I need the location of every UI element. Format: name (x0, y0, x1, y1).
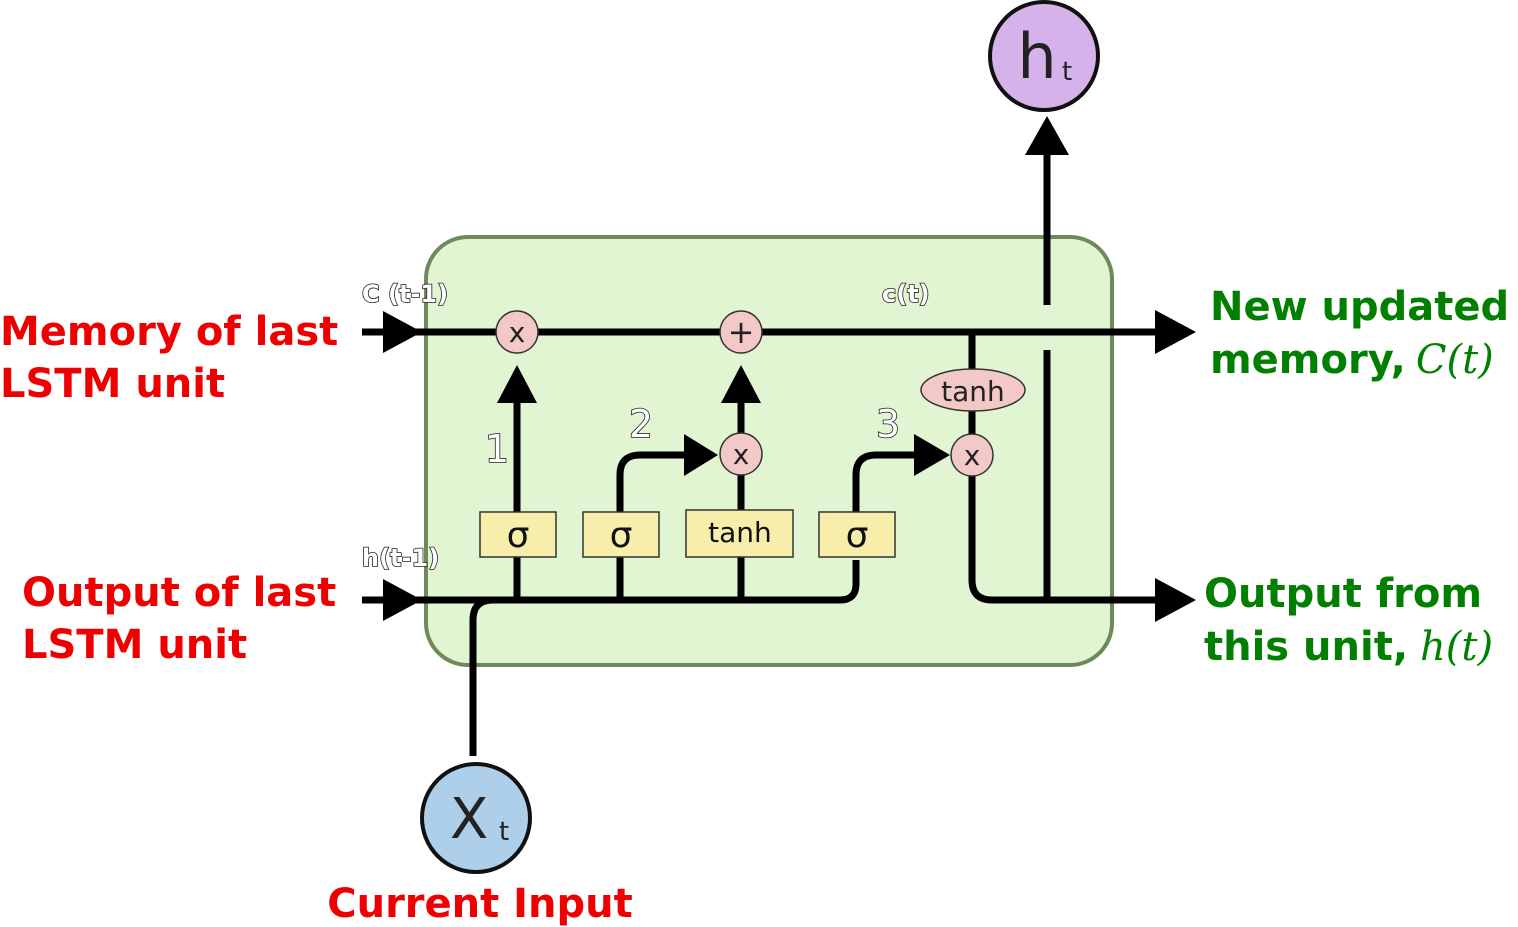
h-up-arrowhead (1025, 116, 1069, 155)
forget-gate-box (479, 511, 557, 558)
input-gate-label: σ (610, 515, 633, 556)
cell-tanh-label: tanh (941, 375, 1005, 408)
c-t-label: c(t) (882, 280, 930, 308)
hidden-output-node-sub: t (1062, 57, 1072, 87)
output-in-label-line2: LSTM unit (22, 622, 247, 668)
output-out-label-text: this unit, (1204, 624, 1408, 670)
forget-gate-arrowhead (497, 365, 537, 403)
output-out-arrowhead (1155, 578, 1196, 622)
add-arrowhead (721, 365, 761, 403)
forget-multiply-symbol: x (509, 316, 526, 349)
current-input-node-sub: t (499, 817, 509, 847)
input-multiply-symbol: x (733, 438, 750, 471)
output-multiply-op (950, 433, 994, 477)
hidden-output-line (968, 470, 1160, 604)
current-input-node (420, 762, 532, 874)
gate-number-1: 1 (485, 427, 509, 471)
add-symbol: + (728, 313, 755, 351)
input-multiply-op (719, 432, 763, 476)
input-gate-arrowhead (684, 434, 718, 476)
output-in-label-line1: Output of last (22, 570, 336, 616)
output-out-label-line2: this unit, h(t) (1204, 624, 1493, 670)
output-out-label-math: h(t) (1420, 624, 1493, 670)
current-input-label: Current Input (327, 881, 633, 927)
memory-out-label-math: C(t) (1416, 337, 1494, 383)
memory-in-arrowhead (383, 311, 422, 353)
memory-out-arrowhead (1155, 310, 1196, 354)
output-gate-arrowhead (914, 434, 950, 476)
forget-multiply-op (495, 310, 539, 354)
memory-in-label-line1: Memory of last (0, 309, 338, 355)
add-op (719, 310, 763, 354)
current-input-line (469, 596, 494, 756)
lstm-cell-box (424, 235, 1114, 667)
memory-out-label-text: memory, (1210, 337, 1406, 383)
input-gate-wire (616, 451, 690, 600)
hidden-output-node (988, 0, 1100, 112)
current-input-node-main: X (450, 787, 488, 852)
output-out-label-line1: Output from (1204, 571, 1482, 617)
output-gate-box (818, 511, 896, 558)
forget-gate-label: σ (507, 515, 530, 556)
memory-out-label-line1: New updated (1210, 284, 1509, 330)
candidate-gate-label: tanh (708, 516, 772, 549)
h-prev-label: h(t-1) (362, 544, 439, 572)
candidate-gate-box (685, 509, 794, 558)
output-in-arrowhead (383, 579, 422, 621)
hidden-output-node-main: h (1017, 20, 1056, 93)
memory-in-label-line2: LSTM unit (0, 361, 225, 407)
input-gate-box (582, 511, 660, 558)
c-prev-label: C (t-1) (362, 280, 448, 308)
gate-number-2: 2 (629, 402, 653, 446)
output-gate-label: σ (846, 515, 869, 556)
output-gate-wire (852, 451, 920, 512)
gate-number-3: 3 (876, 402, 900, 446)
memory-out-label-line2: memory,C(t) (1210, 337, 1494, 383)
cell-tanh-op (920, 368, 1026, 412)
output-multiply-symbol: x (964, 439, 981, 472)
hidden-input-line (362, 560, 860, 604)
